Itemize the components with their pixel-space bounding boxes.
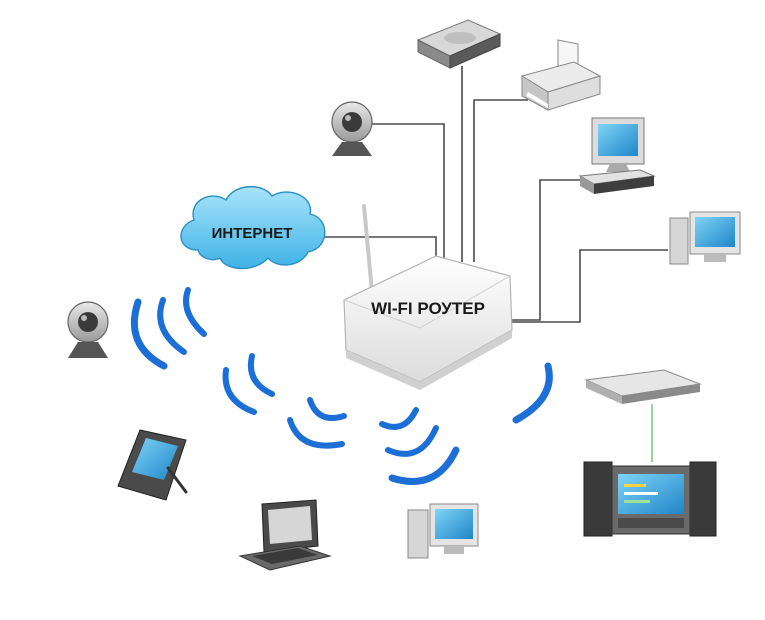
cloud-icon — [180, 186, 326, 270]
wire-printer — [473, 99, 528, 262]
wired-connections — [310, 66, 668, 323]
internet-label: ИНТЕРНЕТ — [212, 225, 293, 242]
wifi-arc — [307, 397, 347, 421]
wire-desktop-pc — [496, 179, 584, 321]
wifi-arc — [248, 353, 275, 397]
desktop-computer-icon — [669, 211, 741, 265]
router-bottom-shadow — [346, 330, 512, 390]
speaker-right — [689, 461, 717, 537]
desktop-computer-icon — [578, 117, 656, 194]
pda-icon — [117, 429, 188, 501]
router-label: WI-FI РОУТЕР — [371, 299, 485, 318]
wifi-router: WI-FI РОУТЕР — [343, 204, 513, 390]
internet-cloud: ИНТЕРНЕТ — [180, 186, 326, 270]
wifi-arc — [512, 362, 553, 424]
wifi-arc — [183, 287, 207, 337]
wifi-signals — [130, 287, 553, 485]
router-antenna — [362, 204, 374, 294]
wifi-arc — [130, 298, 168, 370]
wire-desktop-pc-right — [496, 249, 668, 323]
wifi-arc — [385, 425, 439, 457]
wifi-arc — [157, 297, 187, 355]
wifi-arc — [222, 367, 257, 415]
webcam-icon — [67, 301, 109, 358]
printer-icon — [520, 39, 602, 111]
wifi-arc — [287, 417, 345, 449]
stereo-system-icon — [583, 369, 717, 537]
desktop-computer-icon — [407, 503, 479, 559]
wire-internet — [310, 236, 437, 262]
router-top-edge — [343, 275, 511, 329]
wifi-arc — [388, 446, 460, 485]
wifi-arc — [379, 407, 419, 430]
hard-drive-icon — [416, 19, 502, 69]
laptop-icon — [238, 499, 332, 571]
speaker-left — [583, 461, 613, 537]
wire-webcam-top — [372, 123, 445, 262]
webcam-icon — [331, 101, 373, 156]
